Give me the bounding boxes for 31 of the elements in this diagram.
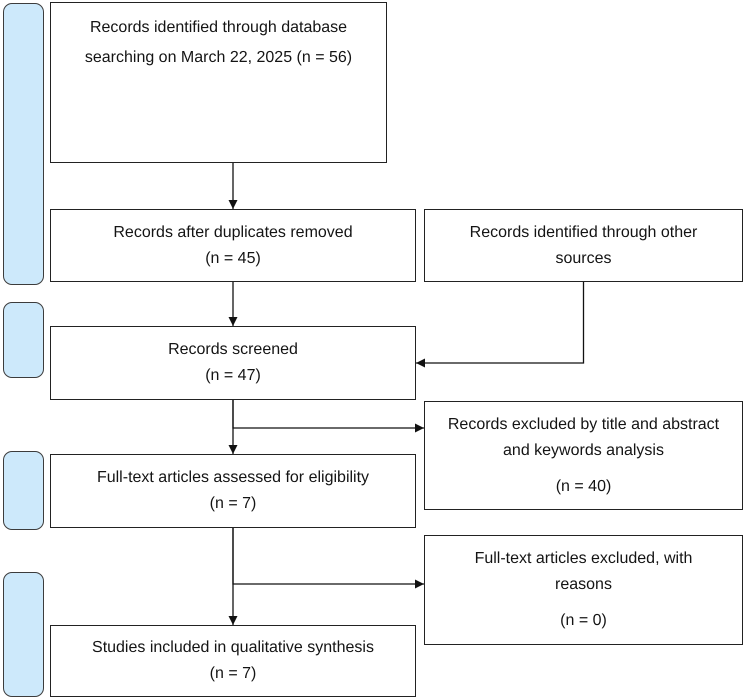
step-text: Records after duplicates removed (113, 222, 353, 242)
stage-band (3, 302, 44, 378)
step-text: Studies included in qualitative synthesis (92, 638, 374, 658)
process-box (50, 625, 416, 697)
step-text: (n = 0) (560, 611, 607, 631)
exclusion-box (424, 535, 743, 645)
step-text: Records identified through database searching on March 22, 2025 (n = 56) (84, 18, 354, 68)
stage-band (3, 451, 44, 530)
step-text: Records excluded by title and abstract and keywords analysis (446, 414, 720, 460)
process-box (50, 326, 416, 400)
stage-band (3, 572, 44, 697)
arrow (228, 282, 238, 326)
stage-band (3, 3, 44, 285)
arrow (232, 528, 424, 588)
step-text: (n = 45) (205, 248, 261, 268)
step-text: (n = 7) (210, 494, 256, 514)
step-text: Full-text articles assessed for eligibility (96, 468, 370, 488)
step-text: Records identified through other sources (468, 222, 698, 268)
exclusion-box (424, 401, 743, 510)
arrow (228, 163, 238, 209)
step-text: (n = 40) (556, 476, 612, 496)
step-text: Full-text articles excluded, with reasons (474, 549, 694, 595)
step-text: Records screened (168, 340, 298, 360)
process-box (50, 2, 387, 163)
step-text: (n = 7) (210, 664, 256, 684)
process-box (50, 454, 416, 528)
arrow (416, 282, 584, 368)
process-box (424, 209, 743, 282)
process-box (50, 209, 416, 282)
step-text: (n = 47) (205, 366, 261, 386)
arrow (232, 400, 424, 432)
